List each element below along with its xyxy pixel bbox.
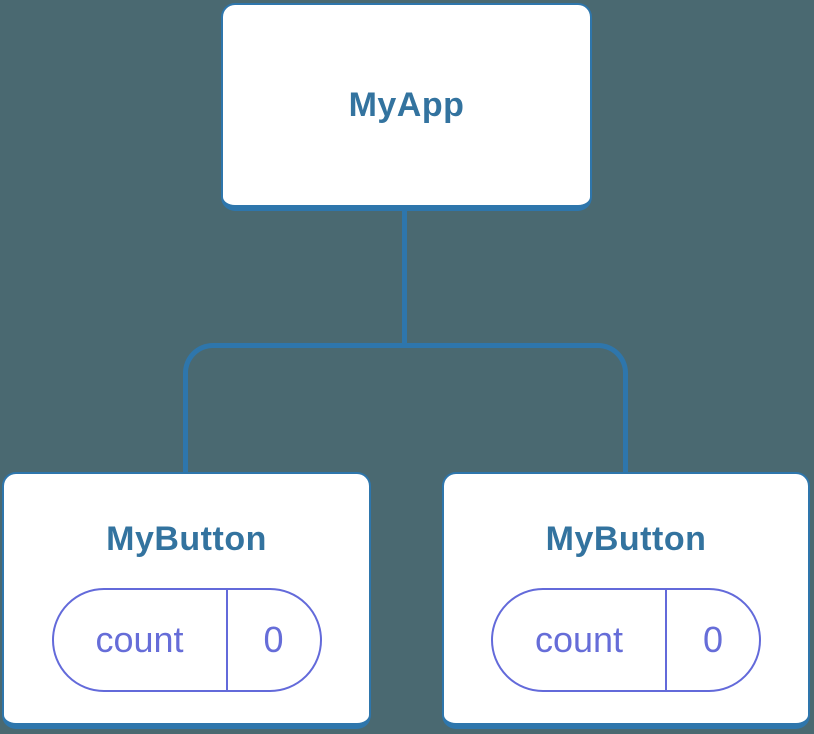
state-key-label: count [534,619,624,660]
state-value-cell: 0 [228,590,320,690]
state-key-cell: count [493,590,667,690]
state-value-cell: 0 [667,590,759,690]
connector-trunk-line [402,209,407,346]
connector-branch-bracket [183,343,628,472]
node-label: MyButton [106,520,267,558]
state-key-label: count [95,619,184,660]
node-label: MyButton [545,520,707,558]
state-key-cell: count [54,590,228,690]
node-myapp: MyApp [221,3,592,211]
state-pill: count 0 [51,588,322,692]
state-pill: count 0 [491,588,761,692]
node-mybutton-right: MyButton count 0 [442,472,810,729]
node-mybutton-left: MyButton count 0 [2,472,371,729]
state-value: 0 [263,619,284,660]
state-value: 0 [702,619,724,660]
node-label: MyApp [348,85,465,124]
